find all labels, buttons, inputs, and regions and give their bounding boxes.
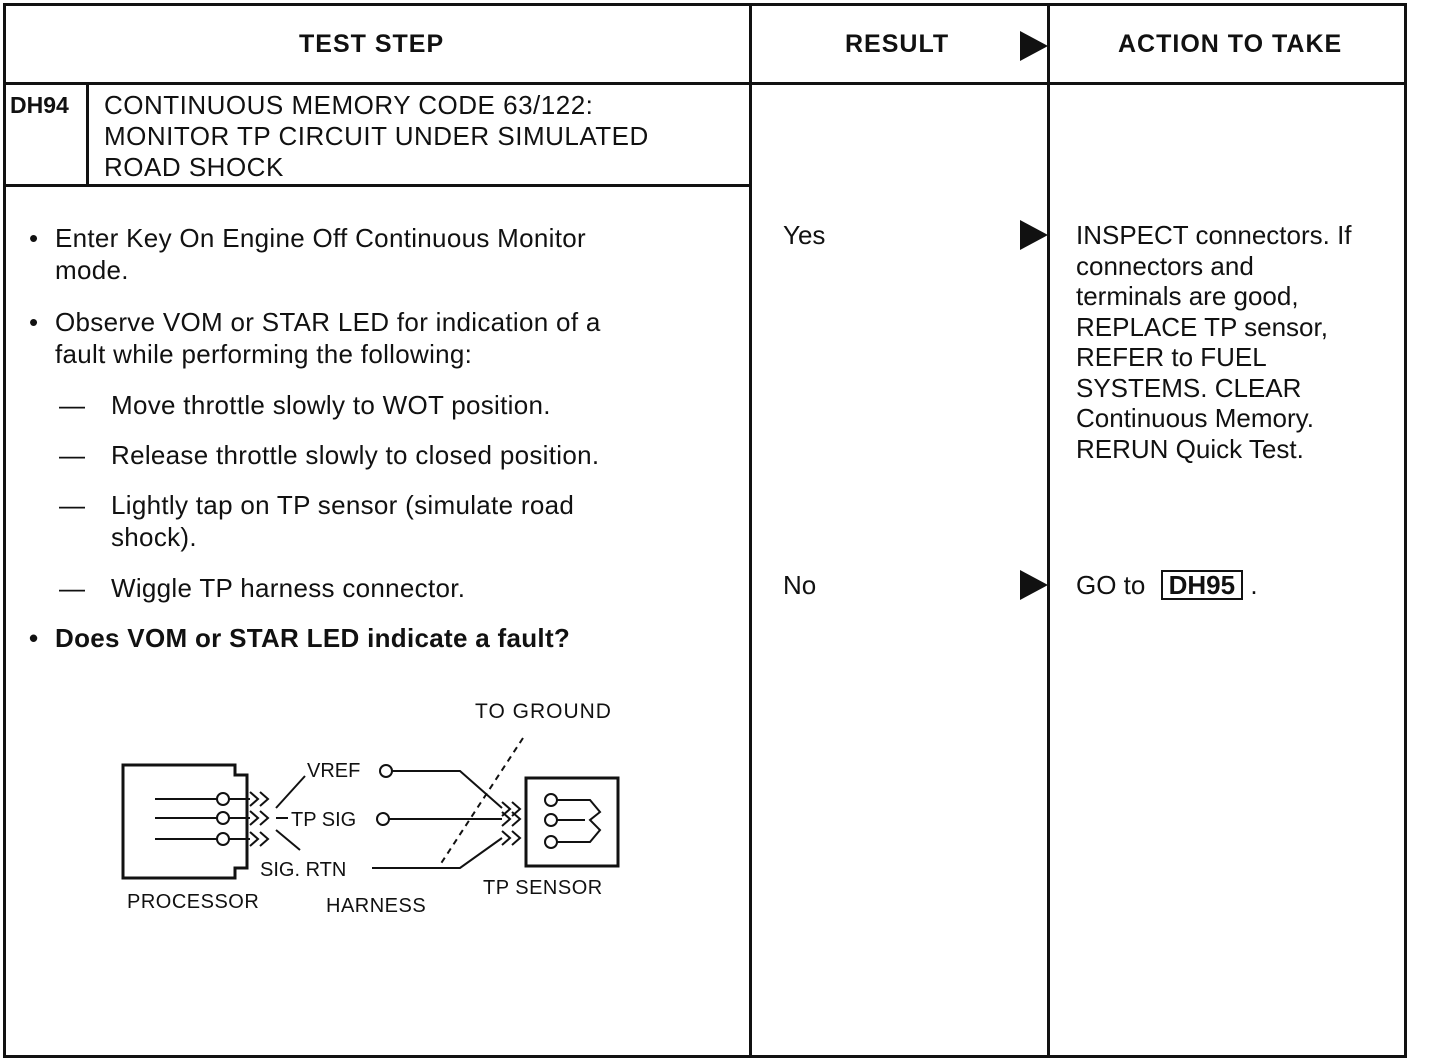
result-yes-arrow-icon bbox=[1020, 220, 1048, 250]
step-instruction: Enter Key On Engine Off Continuous Monit… bbox=[29, 222, 586, 254]
action-no: GO to DH95 . bbox=[1076, 570, 1258, 601]
label-tp-sig: TP SIG bbox=[291, 809, 356, 831]
step-instruction: Wiggle TP harness connector. bbox=[59, 572, 465, 604]
column-divider-result bbox=[749, 3, 752, 1058]
header-divider bbox=[3, 82, 1407, 85]
step-title-line: CONTINUOUS MEMORY CODE 63/122: bbox=[104, 90, 594, 120]
step-question: Does VOM or STAR LED indicate a fault? bbox=[29, 622, 570, 654]
label-to-ground: TO GROUND bbox=[475, 700, 612, 723]
action-no-prefix: GO to bbox=[1076, 570, 1146, 600]
header-arrow-icon bbox=[1020, 31, 1048, 61]
title-divider bbox=[3, 184, 752, 187]
label-sig-rtn: SIG. RTN bbox=[260, 859, 346, 881]
action-yes-line: REPLACE TP sensor, bbox=[1076, 311, 1328, 342]
step-instruction: Release throttle slowly to closed positi… bbox=[59, 439, 599, 471]
result-yes: Yes bbox=[783, 220, 826, 250]
label-vref: VREF bbox=[307, 760, 360, 782]
tp-sensor-box bbox=[524, 776, 620, 868]
step-instruction: Move throttle slowly to WOT position. bbox=[59, 389, 551, 421]
action-yes-line: REFER to FUEL bbox=[1076, 342, 1267, 372]
step-title-line: ROAD SHOCK bbox=[104, 152, 284, 182]
step-instruction: fault while performing the following: bbox=[55, 339, 473, 369]
action-yes-line: connectors and bbox=[1076, 250, 1254, 281]
step-ref-dh95[interactable]: DH95 bbox=[1160, 570, 1244, 600]
table-frame bbox=[3, 3, 1407, 1058]
processor-box bbox=[121, 763, 249, 880]
result-no-arrow-icon bbox=[1020, 570, 1048, 600]
step-instruction: Lightly tap on TP sensor (simulate road bbox=[59, 489, 574, 521]
step-instruction: mode. bbox=[55, 255, 129, 285]
header-test-step: TEST STEP bbox=[299, 30, 445, 58]
step-title: CONTINUOUS MEMORY CODE 63/122: MONITOR T… bbox=[104, 90, 649, 183]
step-instruction: shock). bbox=[111, 522, 197, 552]
action-no-suffix: . bbox=[1250, 570, 1258, 600]
action-yes: INSPECT connectors. If connectors and te… bbox=[1076, 220, 1396, 464]
label-processor: PROCESSOR bbox=[127, 891, 259, 913]
action-yes-line: INSPECT connectors. If bbox=[1076, 220, 1352, 250]
step-code: DH94 bbox=[10, 92, 69, 118]
code-divider bbox=[86, 84, 89, 185]
label-tp-sensor: TP SENSOR bbox=[483, 877, 603, 899]
header-result: RESULT bbox=[845, 30, 950, 58]
result-no: No bbox=[783, 570, 817, 600]
action-yes-line: terminals are good, bbox=[1076, 281, 1299, 311]
step-title-line: MONITOR TP CIRCUIT UNDER SIMULATED bbox=[104, 121, 649, 151]
action-yes-line: RERUN Quick Test. bbox=[1076, 433, 1304, 464]
column-divider-action bbox=[1047, 3, 1050, 1058]
action-yes-line: Continuous Memory. bbox=[1076, 403, 1314, 433]
action-yes-line: SYSTEMS. CLEAR bbox=[1076, 372, 1302, 403]
header-action-to-take: ACTION TO TAKE bbox=[1118, 30, 1343, 58]
label-harness: HARNESS bbox=[326, 895, 426, 917]
step-instruction: Observe VOM or STAR LED for indication o… bbox=[29, 306, 601, 338]
tp-circuit-diagram: TO GROUND VREF TP SIG SIG. RTN PROCESSOR… bbox=[121, 700, 620, 917]
